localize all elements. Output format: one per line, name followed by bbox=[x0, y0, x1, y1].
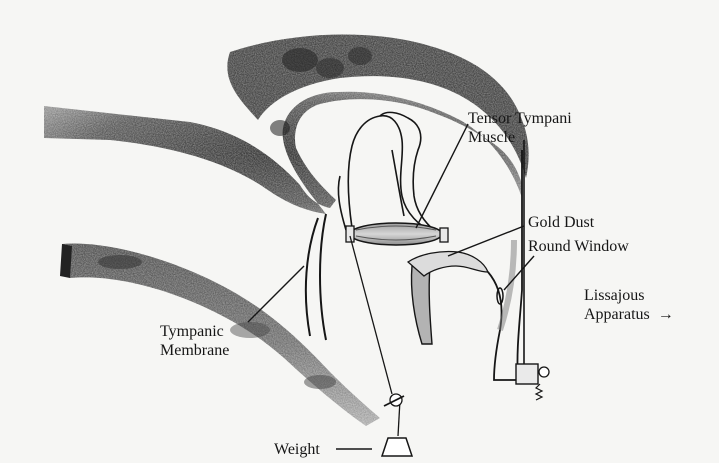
ossicles bbox=[338, 112, 436, 232]
tensor-tympani-leader bbox=[416, 124, 468, 228]
label-weight: Weight bbox=[274, 440, 320, 459]
label-lissajous-apparatus: Lissajous Apparatus → bbox=[584, 286, 674, 324]
round-window-leader bbox=[504, 256, 534, 290]
weight-block bbox=[382, 438, 412, 456]
right-arrow-icon: → bbox=[658, 306, 674, 323]
tympanic-membrane bbox=[306, 214, 326, 340]
tensor-tympani-muscle-drawing bbox=[346, 223, 448, 245]
lissajous-clamp bbox=[516, 364, 549, 400]
label-gold-dust: Gold Dust bbox=[528, 213, 594, 232]
tympanic-membrane-leader bbox=[248, 266, 304, 322]
label-tympanic-membrane: Tympanic Membrane bbox=[160, 322, 229, 360]
upper-bone-mass bbox=[44, 35, 529, 214]
stapes bbox=[408, 251, 488, 344]
label-tensor-tympani-muscle: Tensor Tympani Muscle bbox=[468, 109, 572, 147]
label-round-window: Round Window bbox=[528, 237, 629, 256]
